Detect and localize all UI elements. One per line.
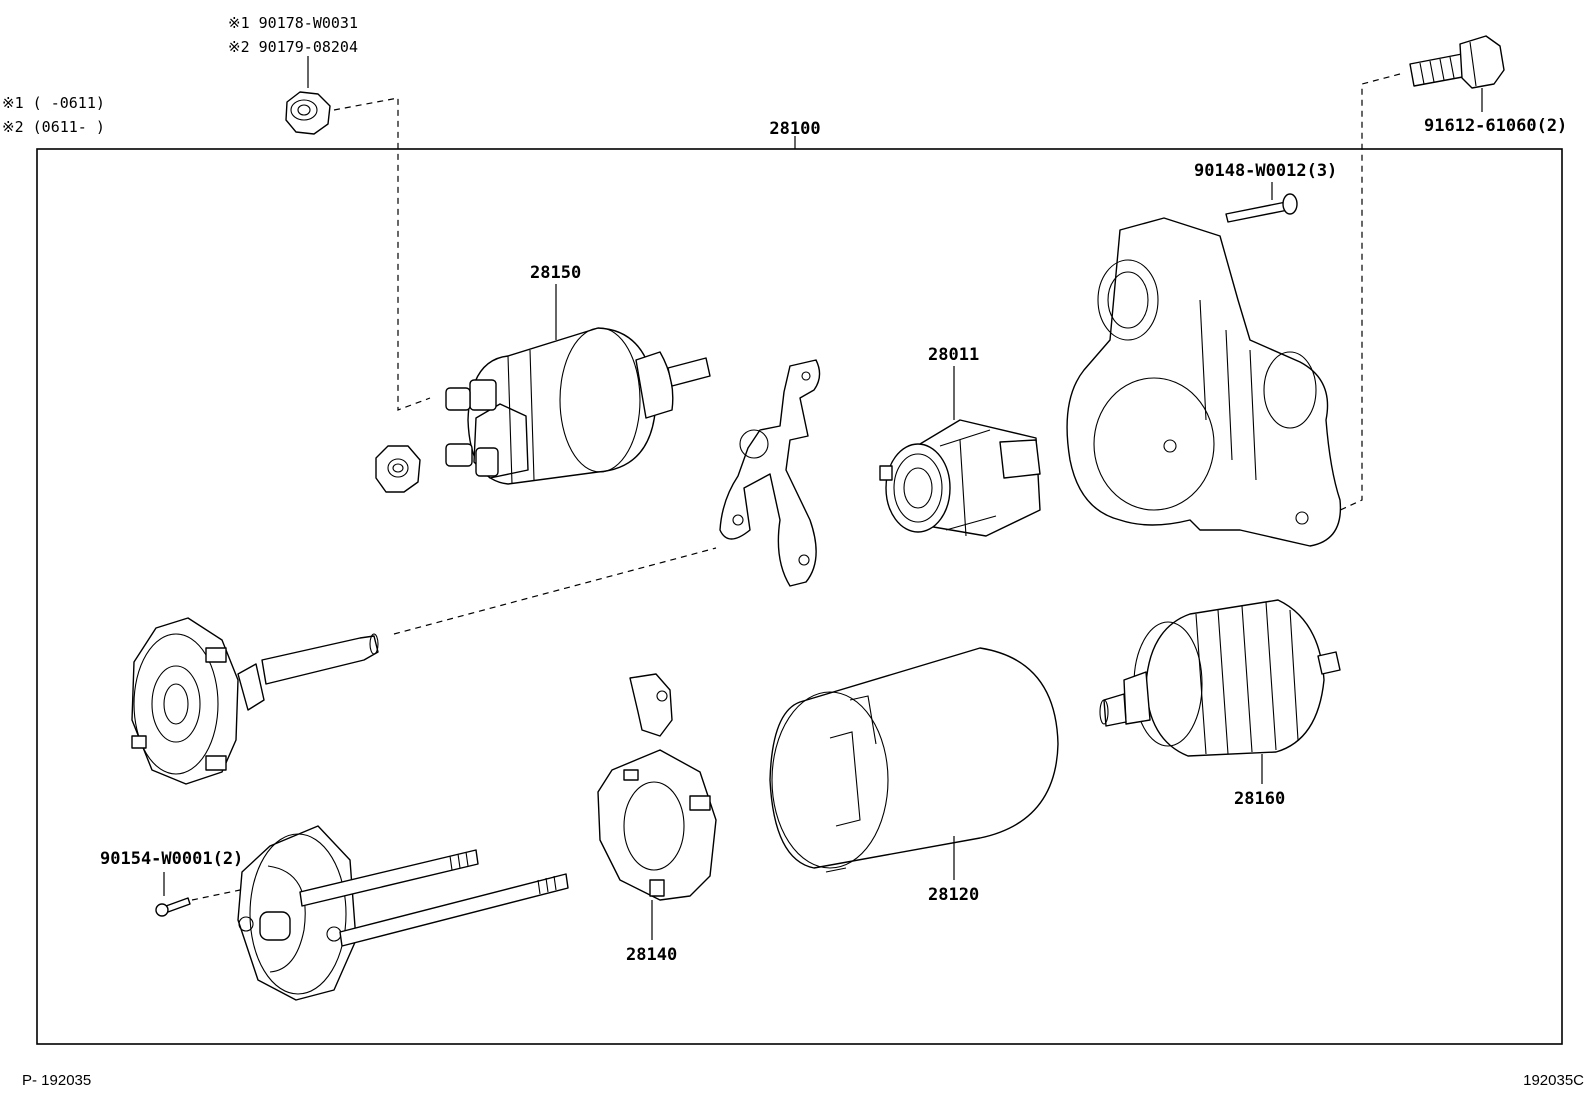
- range-note-1: ※1 ( -0611): [2, 94, 105, 112]
- solenoid-switch: 28150: [445, 263, 711, 485]
- label-clutch: 28011: [928, 345, 979, 365]
- commutator-end-frame: [237, 825, 569, 1001]
- nut-reference-1: ※1 90178-W0031: [228, 14, 358, 32]
- top-right-bolt: 91612-61060(2): [1335, 35, 1567, 513]
- housing-bolt: 90148-W0012(3): [1194, 161, 1337, 223]
- armature: 28160: [1099, 599, 1341, 809]
- starter-clutch: 28011: [879, 345, 1041, 537]
- range-note-2: ※2 (0611- ): [2, 118, 105, 136]
- assembly-frame: [36, 148, 1563, 1045]
- top-nut: [285, 56, 431, 411]
- label-bolt-top-right: 91612-61060(2): [1424, 116, 1567, 136]
- label-bolt-housing: 90148-W0012(3): [1194, 161, 1337, 181]
- footer-left-code: P- 192035: [22, 1072, 91, 1089]
- end-frame-screw: 90154-W0001(2): [100, 849, 243, 917]
- commutator-end-shaft: [131, 547, 717, 785]
- drive-lever: [719, 359, 821, 587]
- label-armature: 28160: [1234, 789, 1285, 809]
- footer-right-code: 192035C: [1523, 1072, 1584, 1089]
- label-starter-assy: 28100: [769, 119, 820, 139]
- yoke-assembly: 28120: [769, 647, 1059, 905]
- label-solenoid: 28150: [530, 263, 581, 283]
- drive-housing: [1066, 217, 1342, 547]
- label-brush-holder: 28140: [626, 945, 677, 965]
- label-yoke: 28120: [928, 885, 979, 905]
- nut-reference-2: ※2 90179-08204: [228, 38, 358, 56]
- brush-holder: 28140: [597, 673, 717, 965]
- solenoid-nut: [375, 445, 421, 493]
- label-screw-end-frame: 90154-W0001(2): [100, 849, 243, 869]
